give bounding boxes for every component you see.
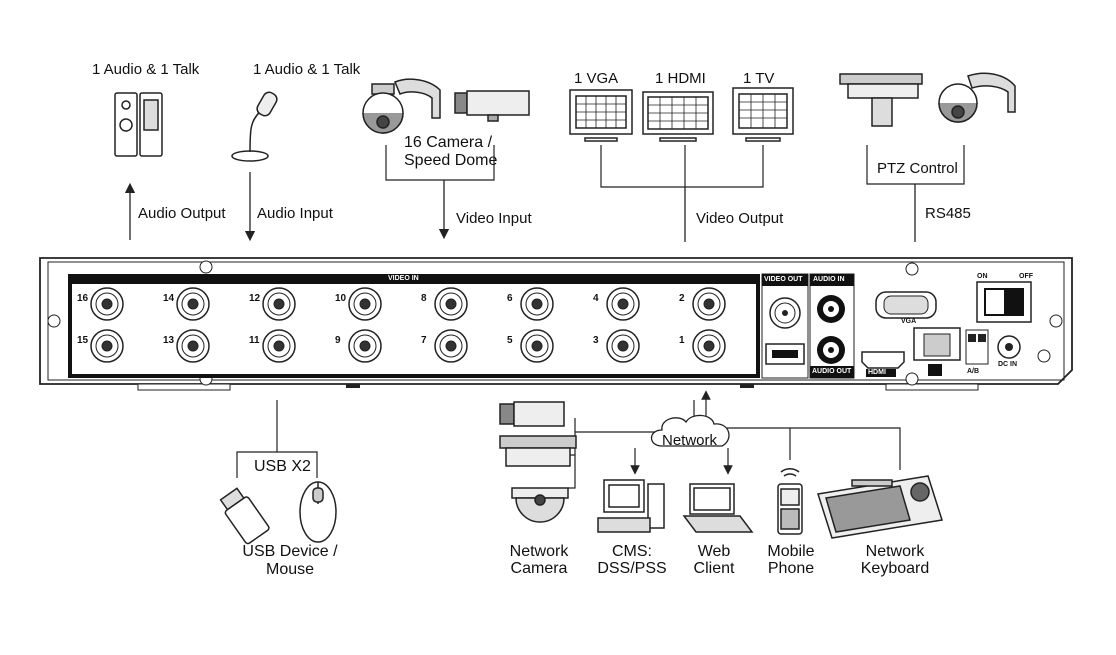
rs485-port-label: A/B [967,368,980,375]
bnc-port-11 [262,329,296,363]
mouse-label: Mouse [265,561,315,578]
network-camera-label-1: Network [509,543,569,560]
bnc-port-12 [262,287,296,321]
power-on-label: ON [977,273,988,280]
network-keyboard-label-1: Network [865,543,925,560]
web-client-label-2: Client [693,560,735,577]
usb-x2-label: USB X2 [254,458,311,475]
mobile-phone-label-2: Phone [767,560,815,577]
mobile-phone-label-1: Mobile [767,543,815,560]
video-port-number-3: 3 [593,335,599,346]
speaker-icon [114,92,163,157]
speed-dome-camera-icon [362,78,441,134]
video-port-number-7: 7 [421,335,427,346]
bnc-port-7 [434,329,468,363]
power-off-label: OFF [1019,273,1033,280]
video-output-label: Video Output [696,210,784,227]
network-cloud-icon [650,414,730,447]
network-keyboard-icon [817,475,943,539]
ptz-control-label: PTZ Control [877,160,958,177]
video-port-number-8: 8 [421,293,427,304]
bnc-port-5 [520,329,554,363]
bnc-port-1 [692,329,726,363]
video-port-number-4: 4 [593,293,599,304]
mobile-phone-icon [777,468,803,535]
video-input-label: Video Input [456,210,532,227]
bnc-port-10 [348,287,382,321]
video-port-number-13: 13 [163,335,175,346]
ptz-speed-dome-icon [938,72,1016,123]
video-port-number-12: 12 [249,293,261,304]
network-ptz-camera-icon [499,435,577,467]
network-box-camera-icon [499,401,565,427]
box-camera-icon [454,90,530,122]
web-client-label-1: Web [697,543,731,560]
audio-output-label: Audio Output [138,205,226,222]
video-port-number-16: 16 [77,293,89,304]
dc-in-label: DC IN [998,361,1018,368]
audio-input-label: Audio Input [257,205,333,222]
usb-drive-icon [219,487,270,545]
hdmi-label: 1 HDMI [655,70,706,87]
cms-label-2: DSS/PSS [597,560,667,577]
speed-dome-label: Speed Dome [404,152,498,169]
video-port-number-9: 9 [335,335,341,346]
microphone-icon [231,91,278,162]
vga-label: 1 VGA [574,70,619,87]
bnc-port-4 [606,287,640,321]
bnc-port-6 [520,287,554,321]
video-port-number-11: 11 [249,335,260,346]
video-port-number-1: 1 [679,335,685,346]
usb-bracket [236,400,318,478]
audio-out-label: AUDIO OUT [812,368,852,375]
tv-label: 1 TV [743,70,775,87]
hdmi-monitor-icon [642,91,714,142]
bnc-port-14 [176,287,210,321]
network-dome-camera-icon [511,487,569,523]
laptop-icon [682,483,754,533]
camera-bracket [385,145,495,181]
tv-monitor-icon [732,87,794,142]
network-label: Network [662,432,718,449]
bnc-port-16 [90,287,124,321]
bnc-port-15 [90,329,124,363]
network-keyboard-label-2: Keyboard [860,560,930,577]
video-out-label: VIDEO OUT [764,276,803,283]
video-port-number-10: 10 [335,293,347,304]
bnc-port-8 [434,287,468,321]
audio-in-label: AUDIO IN [813,276,845,283]
dvr-rear-panel [39,257,1073,391]
vga-monitor-icon [569,89,633,142]
video-port-number-2: 2 [679,293,685,304]
pc-icon [597,479,665,533]
network-lines [560,390,901,489]
rs485-label: RS485 [925,205,971,222]
bnc-port-9 [348,329,382,363]
bnc-port-2 [692,287,726,321]
network-camera-label-2: Camera [510,560,568,577]
audio-talk-label-left: 1 Audio & 1 Talk [92,61,200,78]
video-port-number-6: 6 [507,293,513,304]
hdmi-port-label: HDMI [868,369,886,376]
cms-label-1: CMS: [612,543,652,560]
video-port-number-14: 14 [163,293,175,304]
audio-talk-label-right: 1 Audio & 1 Talk [253,61,361,78]
usb-device-label: USB Device / [242,543,338,560]
video-port-number-5: 5 [507,335,513,346]
bnc-port-13 [176,329,210,363]
vga-port-label: VGA [901,318,917,325]
video-output-bracket [600,145,764,188]
video-in-label: VIDEO IN [388,275,419,282]
ptz-camera-icon [839,73,923,127]
bnc-port-3 [606,329,640,363]
video-port-number-15: 15 [77,335,89,346]
camera-count-label: 16 Camera / [404,134,493,151]
mouse-icon [299,481,337,543]
